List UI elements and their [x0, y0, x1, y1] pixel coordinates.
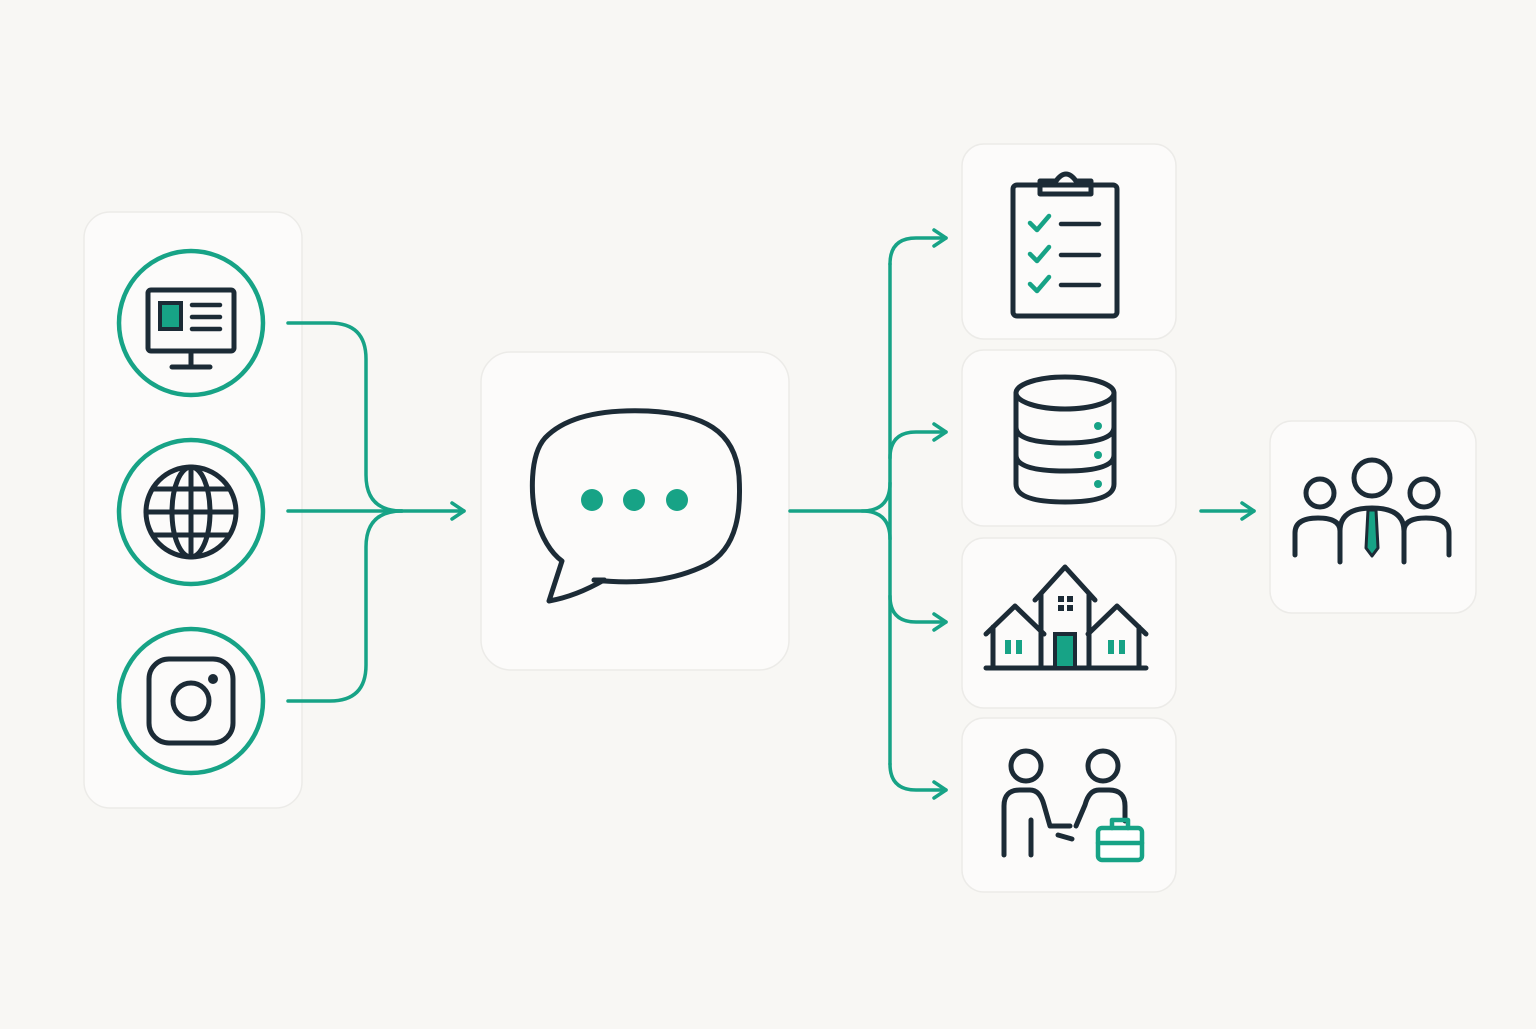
team-icon: [1292, 457, 1452, 565]
connector-to-houses: [888, 594, 948, 632]
clipboard-checklist-icon: [1010, 171, 1120, 319]
instagram-icon: [116, 626, 266, 776]
globe-icon: [116, 437, 266, 587]
connector-instagram-to-hub: [286, 509, 404, 703]
handshake-icon: [1001, 748, 1145, 863]
database-icon: [1013, 374, 1117, 505]
connector-to-database: [888, 422, 948, 460]
cards-layer: [83, 143, 1477, 893]
connector-to-handshake: [888, 762, 948, 800]
connector-monitor-to-hub: [286, 321, 404, 513]
connector-hub-out-lower: [860, 509, 892, 541]
connector-hub-out: [788, 481, 892, 513]
houses-icon: [983, 564, 1149, 671]
destination-card-handshake: [961, 717, 1177, 893]
connector-to-checklist: [888, 228, 948, 266]
monitor-icon: [116, 248, 266, 398]
chat-bubble-icon: [529, 408, 743, 604]
hub-card: [480, 351, 790, 671]
connectors-layer: [286, 228, 1256, 800]
